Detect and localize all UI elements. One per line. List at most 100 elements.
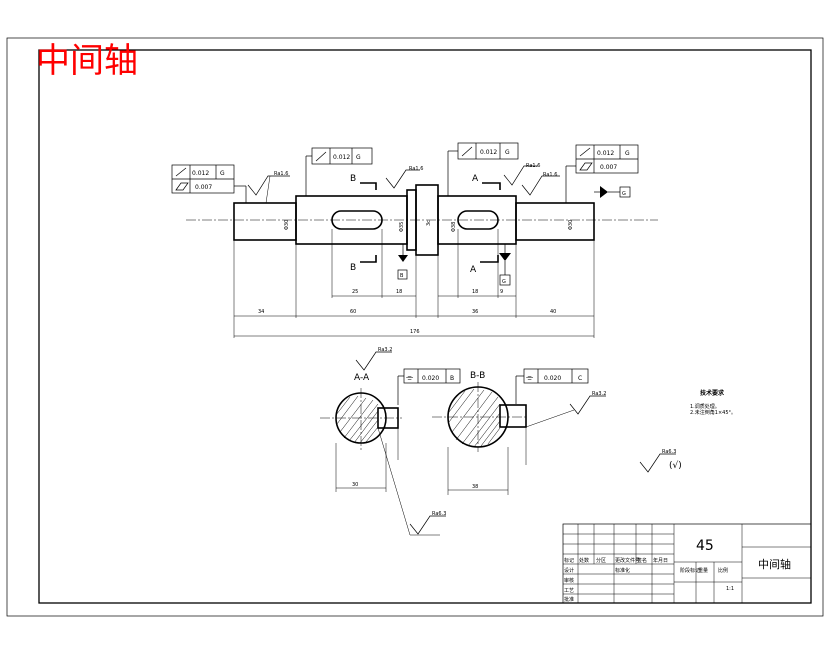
ra-right: Ra1.6 Ra1.6 bbox=[503, 163, 560, 196]
cylindricity-icon bbox=[175, 182, 189, 191]
svg-text:阶段标记: 阶段标记 bbox=[680, 567, 700, 574]
gdt-frame-right: 0.012 G bbox=[447, 142, 519, 196]
material-value: 45 bbox=[696, 538, 714, 554]
svg-text:工艺: 工艺 bbox=[564, 588, 574, 594]
dim-8: 40 bbox=[550, 309, 556, 315]
ra-general: Ra6.3 (√) bbox=[639, 449, 682, 473]
svg-text:G: G bbox=[625, 150, 630, 157]
technical-requirements: 技术要求 1.调质处理。 2.未注倒角1×45°。 Ra6.3 (√) bbox=[639, 389, 736, 473]
svg-text:C: C bbox=[578, 375, 582, 382]
datum-g-marker-bottom: G bbox=[499, 244, 511, 286]
dim-2: 60 bbox=[350, 309, 356, 315]
svg-text:1:1: 1:1 bbox=[726, 586, 734, 592]
section-aa-label: A-A bbox=[354, 373, 370, 383]
ra-bb: Ra3.2 bbox=[569, 391, 606, 415]
dim-6: 9 bbox=[500, 289, 503, 295]
svg-text:标记: 标记 bbox=[564, 557, 574, 564]
svg-text:0.020: 0.020 bbox=[544, 375, 561, 382]
gdt-frame-far: 0.012 G 0.007 bbox=[565, 144, 639, 203]
svg-text:Ra1.6: Ra1.6 bbox=[274, 171, 288, 177]
svg-text:更改文件号: 更改文件号 bbox=[615, 557, 640, 564]
symmetry-icon: ⌯ bbox=[406, 373, 414, 383]
ra-bottom: Ra6.3 bbox=[409, 511, 446, 535]
gdt-frame-left: 0.012 G 0.007 bbox=[171, 164, 247, 203]
dim-3: 25 bbox=[352, 289, 358, 295]
right-journal bbox=[515, 202, 595, 241]
svg-text:0.012: 0.012 bbox=[597, 150, 614, 157]
gdt-frame-mid: 0.012 G bbox=[305, 147, 373, 196]
gdt-left-cyl: 0.007 bbox=[195, 184, 212, 191]
section-a-top: A bbox=[472, 174, 479, 184]
svg-text:0.012: 0.012 bbox=[333, 154, 350, 161]
section-b-top: B bbox=[350, 174, 356, 184]
dim-1: 34 bbox=[258, 309, 264, 315]
svg-text:Ra1.6: Ra1.6 bbox=[543, 172, 557, 178]
dim-5: 18 bbox=[472, 289, 478, 295]
svg-text:比例: 比例 bbox=[718, 567, 728, 574]
keyway-left bbox=[331, 210, 383, 230]
dim-7: 36 bbox=[472, 309, 478, 315]
runout-icon bbox=[315, 151, 327, 162]
inner-frame bbox=[38, 49, 812, 604]
dim-total: 176 bbox=[410, 329, 420, 335]
runout-icon bbox=[579, 147, 591, 157]
dim-aa-width: 30 bbox=[352, 482, 358, 488]
gdt-left-datum: G bbox=[220, 170, 225, 177]
svg-text:G: G bbox=[505, 149, 510, 156]
svg-text:B: B bbox=[450, 375, 454, 382]
section-bb-label: B-B bbox=[470, 371, 485, 381]
svg-text:0.020: 0.020 bbox=[422, 375, 439, 382]
cylindricity-icon bbox=[579, 162, 593, 171]
svg-text:0.007: 0.007 bbox=[600, 164, 617, 171]
svg-text:G: G bbox=[356, 154, 361, 161]
svg-text:分区: 分区 bbox=[596, 557, 606, 564]
svg-text:Ra1.6: Ra1.6 bbox=[526, 163, 540, 169]
title-block: 标记 处数 分区 更改文件号 签名 年月日 设计 标准化 审核 工艺 批准 阶段… bbox=[562, 523, 812, 604]
dimension-lines bbox=[234, 295, 594, 337]
drawing-title: 中间轴 bbox=[36, 41, 138, 81]
tech-line-1: 1.调质处理。 bbox=[690, 403, 720, 410]
dim-bb-width: 38 bbox=[472, 484, 478, 490]
svg-text:审核: 审核 bbox=[564, 577, 574, 584]
dim-dia-gear: Φ38 bbox=[451, 222, 457, 232]
svg-text:G: G bbox=[622, 191, 626, 197]
dim-dia-mid: Φ35 bbox=[399, 222, 405, 232]
section-a-bottom: A bbox=[470, 265, 477, 275]
section-aa: A-A Ra3.2 ⌯ 0.020 B 30 bbox=[320, 347, 461, 536]
outer-frame bbox=[6, 37, 824, 617]
svg-text:重量: 重量 bbox=[698, 567, 708, 574]
svg-text:设计: 设计 bbox=[564, 567, 574, 574]
svg-text:签名: 签名 bbox=[637, 557, 647, 564]
svg-text:Ra6.3: Ra6.3 bbox=[432, 511, 446, 517]
svg-text:年月日: 年月日 bbox=[653, 557, 668, 564]
dim-collar: 3c bbox=[426, 220, 432, 226]
tech-heading: 技术要求 bbox=[700, 389, 725, 397]
section-bb: B-B ⌯ 0.020 C 38 Ra3. bbox=[432, 368, 606, 495]
ra-general-symbol: (√) bbox=[669, 460, 682, 471]
svg-text:处数: 处数 bbox=[579, 557, 589, 564]
datum-b-marker: B bbox=[397, 244, 408, 280]
shaft-main-view: Φ30 Φ35 3c Φ38 Φ30 0.012 G 0.007 Ra1.6 bbox=[171, 142, 658, 338]
gdt-left-runout: 0.012 bbox=[192, 170, 209, 177]
datum-g-marker-right: G bbox=[594, 186, 631, 198]
dimension-extensions bbox=[233, 229, 595, 338]
symmetry-icon: ⌯ bbox=[526, 373, 534, 383]
svg-text:标准化: 标准化 bbox=[615, 567, 630, 574]
svg-text:G: G bbox=[502, 279, 506, 285]
keyway-right bbox=[457, 210, 499, 230]
svg-text:批准: 批准 bbox=[564, 596, 574, 603]
ra-left: Ra1.6 bbox=[247, 171, 290, 204]
section-b-bottom: B bbox=[350, 263, 356, 273]
svg-text:0.012: 0.012 bbox=[480, 149, 497, 156]
dim-dia-right: Φ30 bbox=[568, 220, 574, 230]
dim-4: 18 bbox=[396, 289, 402, 295]
ra-aa: Ra3.2 bbox=[355, 347, 392, 371]
svg-text:Ra1.6: Ra1.6 bbox=[409, 166, 423, 172]
dim-dia-left: Φ30 bbox=[284, 220, 290, 230]
svg-text:Ra3.2: Ra3.2 bbox=[378, 347, 392, 353]
runout-icon bbox=[461, 146, 473, 157]
runout-icon bbox=[175, 167, 187, 177]
svg-text:B: B bbox=[400, 273, 404, 279]
section-bb-keyway bbox=[499, 404, 527, 428]
